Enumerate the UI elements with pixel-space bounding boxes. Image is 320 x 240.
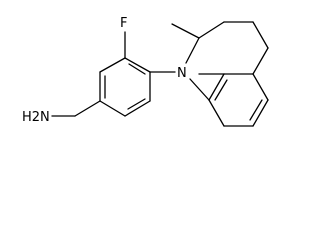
molecule-canvas: F N H2N	[22, 16, 269, 127]
double-bond-inner	[127, 98, 146, 110]
atom-amine: H2N	[22, 110, 50, 125]
atom-nitrogen: N	[177, 66, 187, 81]
bond	[252, 99, 269, 127]
bond	[198, 21, 225, 39]
bond	[124, 100, 151, 117]
double-bond-inner	[214, 79, 228, 101]
bond	[185, 37, 200, 64]
bond	[208, 73, 225, 101]
bond	[252, 21, 269, 49]
bond-ch2	[74, 100, 101, 117]
phenyl-ring	[99, 57, 151, 117]
bond	[124, 57, 151, 73]
structure-drawing: F N H2N	[22, 16, 269, 127]
bond-n-benzo	[189, 78, 210, 101]
bond	[99, 100, 126, 117]
bond	[208, 99, 225, 127]
saturated-ring	[185, 21, 269, 75]
bond-methyl	[171, 23, 200, 39]
double-bond-inner	[249, 99, 263, 121]
bond	[99, 57, 126, 73]
double-bond-inner	[128, 63, 146, 75]
bond	[252, 47, 269, 75]
benzo-ring	[208, 73, 269, 127]
bond	[252, 73, 269, 101]
atom-fluorine: F	[120, 16, 127, 31]
